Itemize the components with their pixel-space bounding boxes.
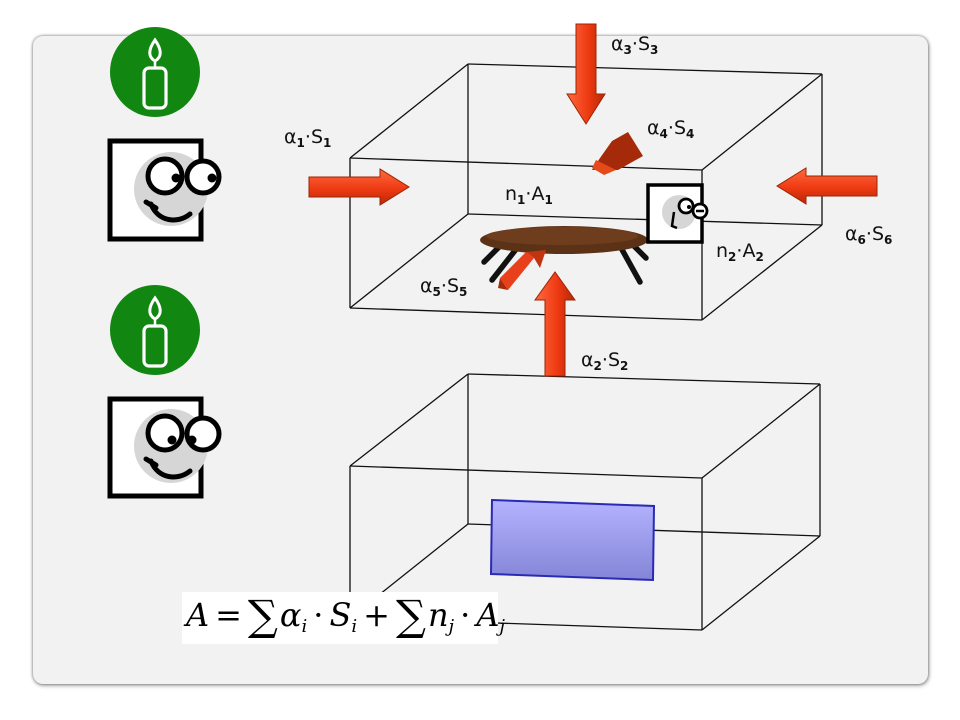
- arrow-alpha5: [498, 250, 546, 290]
- upper-room-box: [349, 63, 823, 321]
- label-alpha3-s3: α3·S3: [611, 33, 658, 57]
- arrow-alpha4: [592, 132, 643, 175]
- label-alpha5-s5: α5·S5: [420, 275, 467, 299]
- candle-icon-top: [110, 27, 200, 117]
- label-alpha6-s6: α6·S6: [845, 223, 892, 247]
- window-panel: [489, 498, 656, 582]
- label-alpha4-s4: α4·S4: [647, 117, 694, 141]
- arrow-alpha2: [534, 271, 576, 377]
- formula: A=∑αi·Si+∑nj·Aj: [183, 591, 505, 640]
- smiley-face-icon-bottom: [107, 396, 222, 499]
- smiley-face-icon-small: [646, 183, 709, 244]
- table: [480, 226, 649, 285]
- formula-background: [182, 592, 498, 644]
- arrow-alpha3: [566, 23, 606, 125]
- label-n1-a1: n1·A1: [505, 183, 553, 207]
- label-n2-a2: n2·A2: [716, 240, 764, 264]
- arrow-alpha6: [776, 167, 878, 205]
- label-alpha1-s1: α1·S1: [284, 126, 331, 150]
- candle-icon-bottom: [110, 285, 200, 375]
- label-alpha2-s2: α2·S2: [581, 349, 628, 373]
- smiley-face-icon-top: [107, 138, 222, 242]
- arrow-alpha1: [308, 168, 410, 206]
